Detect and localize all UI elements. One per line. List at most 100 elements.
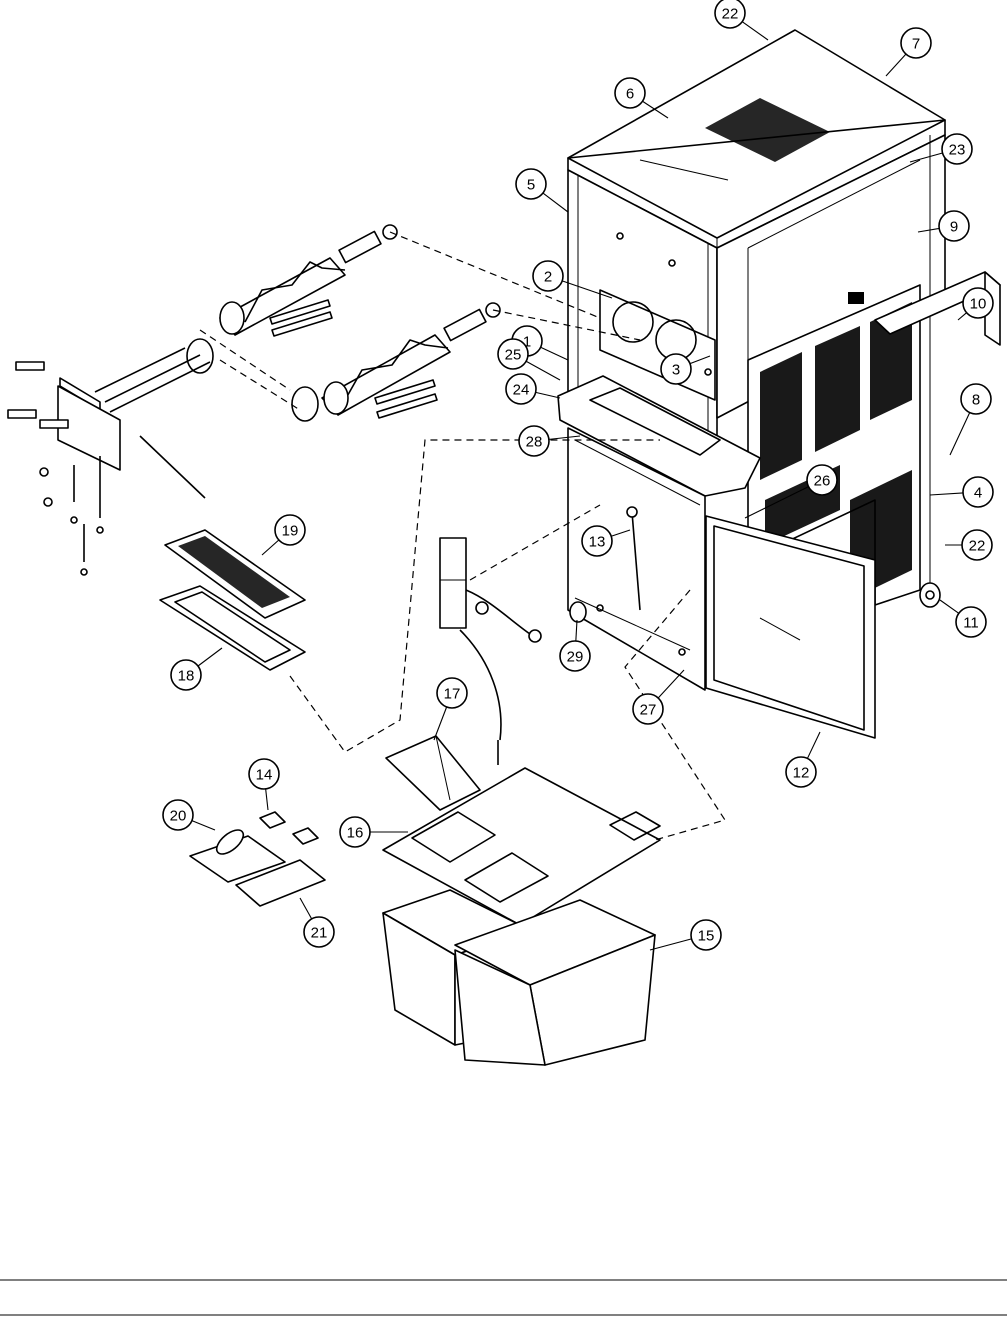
callout-circle: [714, 0, 746, 29]
callout-circle: [581, 525, 613, 557]
callout-number: 9: [950, 219, 958, 236]
callout-leader: [744, 486, 809, 519]
callout-number: 20: [170, 808, 187, 825]
callout-circle: [955, 606, 987, 638]
callout-number: 18: [178, 668, 195, 685]
callout-13: 13: [581, 525, 631, 557]
callout-number: 15: [698, 928, 715, 945]
callout-leader: [299, 897, 313, 920]
callout-number: 29: [567, 649, 584, 666]
callout-leader: [261, 539, 280, 556]
callout-leader: [957, 312, 967, 321]
machine-cabinet: [557, 29, 946, 691]
valve-handles: [7, 361, 104, 576]
callout-number: 26: [814, 473, 831, 490]
callout-number: 17: [444, 686, 461, 703]
callout-8: 8: [949, 383, 992, 456]
callout-7: 7: [885, 27, 932, 77]
callout-number: 1: [523, 334, 531, 351]
callout-number: 11: [963, 615, 979, 632]
callout-circle: [961, 529, 993, 561]
callout-4: 4: [929, 476, 994, 508]
callout-number: 21: [311, 925, 328, 942]
callout-number: 23: [949, 142, 966, 159]
callout-2: 2: [532, 260, 613, 299]
callout-12: 12: [785, 731, 821, 788]
callout-3: 3: [660, 353, 711, 385]
callout-leader: [542, 192, 569, 213]
callout-number: 25: [505, 347, 522, 364]
callout-number: 14: [256, 767, 273, 784]
drip-tray-insert: [164, 529, 306, 619]
callout-circle: [162, 799, 194, 831]
mix-tank-cover: [382, 767, 661, 926]
callout-leader: [689, 355, 711, 365]
callout-circle: [248, 758, 280, 790]
callout-21: 21: [299, 897, 335, 948]
beater-assembly-upper: [219, 224, 398, 337]
callout-leader: [642, 100, 669, 119]
freezer-door-valves: [7, 347, 211, 576]
callout-circle: [505, 373, 537, 405]
callout-number: 19: [282, 523, 299, 540]
callout-number: 8: [972, 392, 980, 409]
callout-number: 16: [347, 825, 364, 842]
callout-circle: [614, 77, 646, 109]
callout-leader: [649, 938, 692, 951]
callout-10: 10: [957, 287, 994, 321]
callout-17: 17: [433, 677, 468, 741]
callout-number: 12: [793, 765, 810, 782]
callout-leader: [806, 731, 821, 759]
callout-leader: [265, 788, 269, 811]
o-ring-seals: [186, 338, 319, 422]
callout-22: 22: [945, 529, 993, 561]
callout-circle: [632, 693, 664, 725]
callout-circle: [497, 338, 529, 370]
callout-9: 9: [917, 210, 970, 242]
callout-23: 23: [909, 133, 973, 165]
beater-assembly-lower: [321, 302, 501, 419]
mix-tanks: [382, 889, 656, 1066]
callout-19: 19: [261, 514, 306, 556]
callout-circle: [900, 27, 932, 59]
callout-28: 28: [518, 425, 581, 457]
callout-circle: [559, 640, 591, 672]
callout-circle: [532, 260, 564, 292]
callout-number: 3: [672, 362, 680, 379]
callout-number: 22: [969, 538, 986, 555]
callout-number: 22: [722, 6, 739, 23]
callout-number: 28: [526, 434, 543, 451]
assembly-dashed-lines: [199, 231, 726, 841]
top-vent-grille: [705, 98, 830, 162]
cabinet-door: [705, 515, 876, 739]
mix-hopper: [385, 735, 481, 811]
callout-number: 24: [513, 382, 530, 399]
callout-circle: [785, 756, 817, 788]
callout-number: 7: [912, 36, 920, 53]
callout-number: 6: [626, 86, 634, 103]
callout-number: 27: [640, 702, 657, 719]
callout-leader: [949, 412, 971, 456]
callout-18: 18: [170, 647, 223, 691]
callout-leader: [548, 435, 581, 440]
callout-27: 27: [632, 669, 685, 725]
callout-leader: [525, 360, 561, 381]
callout-number: 13: [589, 534, 606, 551]
callout-leader: [562, 280, 613, 299]
callout-16: 16: [339, 816, 408, 848]
callout-leader: [540, 346, 569, 361]
air-mix-pump: [439, 537, 542, 765]
callout-leader: [611, 529, 631, 537]
callout-circle: [339, 816, 371, 848]
callout-25: 25: [497, 338, 561, 381]
callout-14: 14: [248, 758, 280, 811]
callout-circle: [436, 677, 468, 709]
callout-circle: [962, 476, 994, 508]
callout-circle: [960, 383, 992, 415]
callout-26: 26: [744, 464, 838, 519]
callout-leader: [885, 53, 907, 77]
callout-leader: [657, 669, 685, 699]
callout-5: 5: [515, 168, 569, 213]
callout-number: 5: [527, 177, 535, 194]
